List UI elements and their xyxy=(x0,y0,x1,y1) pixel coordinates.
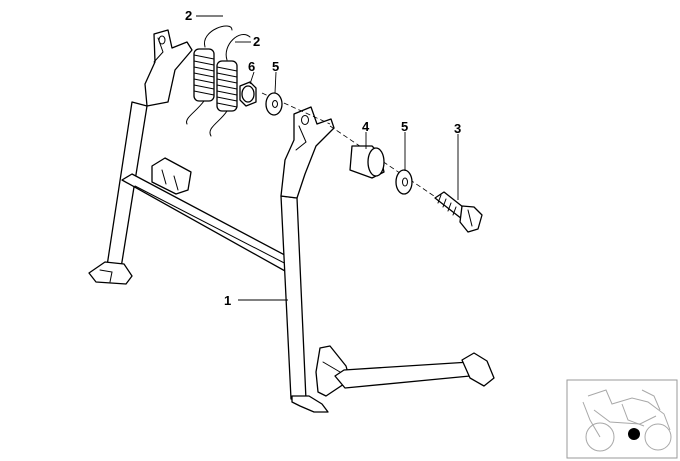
callout-2-spring-upper: 2 xyxy=(185,8,192,23)
bolt xyxy=(434,191,483,233)
spring-1 xyxy=(186,25,233,125)
washer-lower xyxy=(395,169,413,195)
nut xyxy=(239,81,257,107)
callout-3-bolt: 3 xyxy=(454,121,461,136)
location-marker xyxy=(628,428,640,440)
locator-inset xyxy=(566,379,678,459)
callout-6-nut: 6 xyxy=(248,59,255,74)
callout-2-spring-lower: 2 xyxy=(253,34,260,49)
callout-5-washer-lower: 5 xyxy=(401,119,408,134)
callout-5-washer-upper: 5 xyxy=(272,59,279,74)
bushing xyxy=(349,145,385,179)
assembly-axis-lower xyxy=(329,125,441,201)
leader-lines xyxy=(196,15,459,301)
center-stand xyxy=(88,29,495,413)
callout-1-center-stand: 1 xyxy=(224,293,231,308)
callout-4-bushing: 4 xyxy=(362,119,370,134)
washer-upper xyxy=(265,92,283,116)
motorcycle-silhouette-icon xyxy=(582,389,672,452)
spring-2 xyxy=(209,34,251,137)
